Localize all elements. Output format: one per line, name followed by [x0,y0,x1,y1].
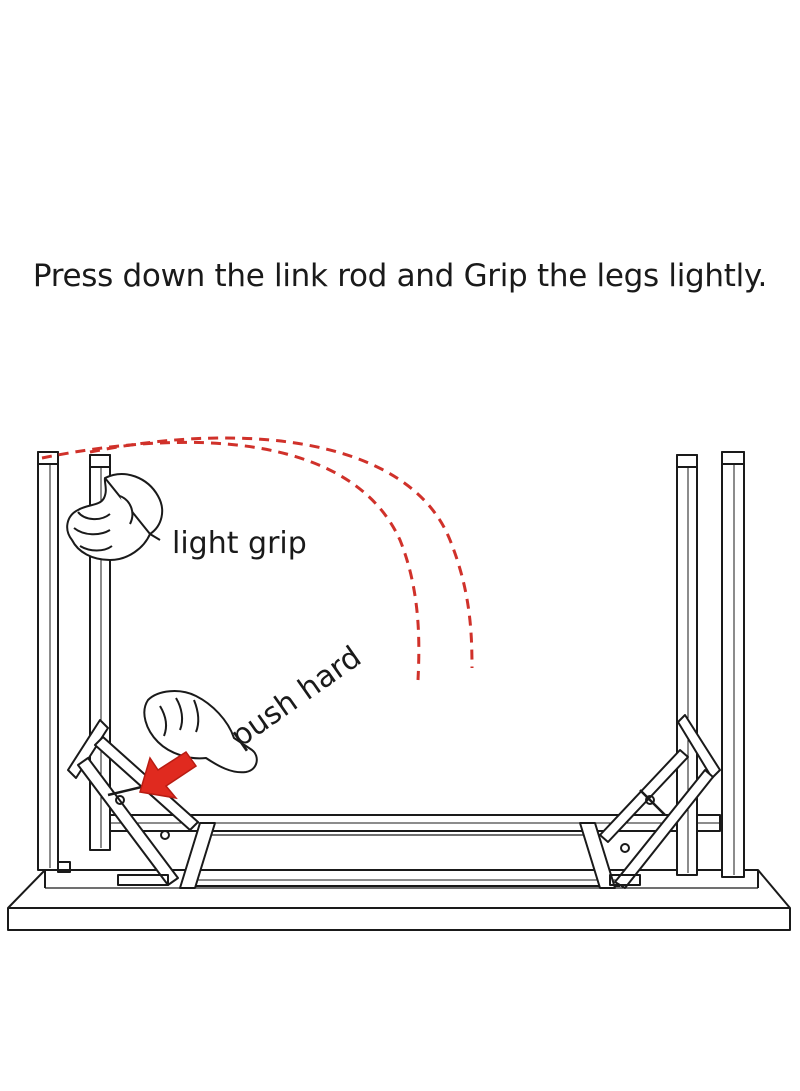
hand-grip-icon [67,474,162,560]
light-grip-label: light grip [172,526,307,561]
table-top [8,870,790,930]
right-leg-outer [722,452,744,877]
right-link-rod [600,715,720,888]
left-leg-outer [38,452,58,870]
push-arrow-icon [140,752,196,798]
push-hard-label: push hard [225,640,368,755]
